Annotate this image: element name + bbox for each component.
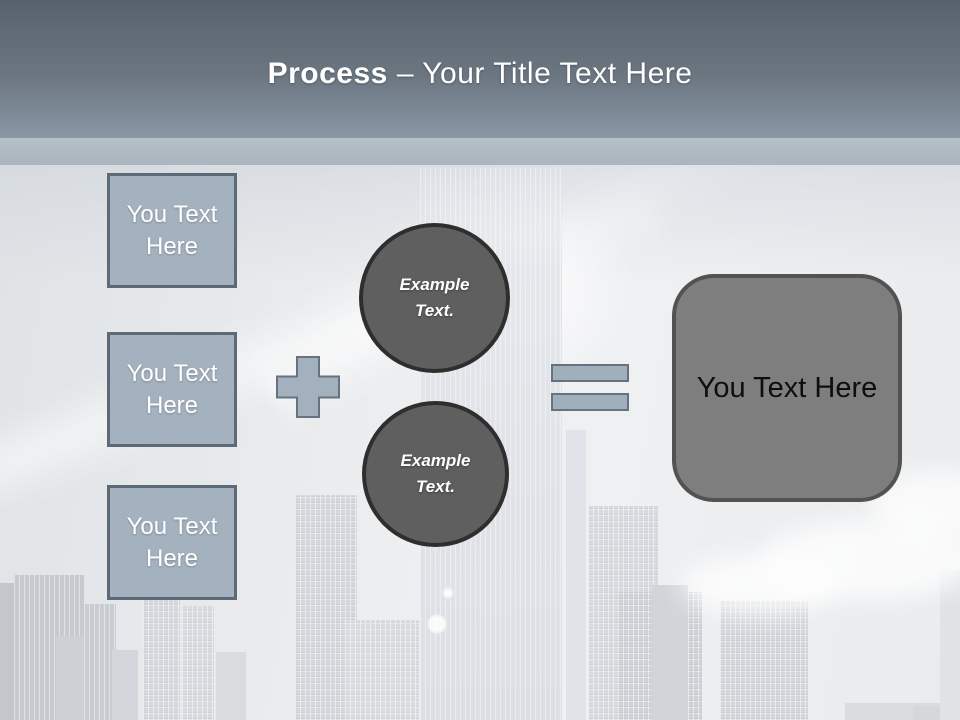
- example-circle-label: Example Text.: [400, 451, 471, 496]
- example-circle-label: Example Text.: [399, 275, 470, 320]
- result-placeholder-label: You Text Here: [696, 371, 878, 404]
- equals-bar-bottom: [551, 393, 629, 411]
- title-keyword: Process: [267, 57, 388, 90]
- text-placeholder-label: You Text Here: [126, 359, 218, 419]
- text-placeholder-label: You Text Here: [126, 512, 218, 572]
- example-circle-2[interactable]: Example Text.: [362, 401, 509, 547]
- slide-title[interactable]: Process– Your Title Text Here: [268, 47, 693, 91]
- slide-header: Process– Your Title Text Here: [0, 0, 960, 138]
- title-subtitle: – Your Title Text Here: [396, 57, 693, 90]
- text-placeholder-box-3[interactable]: You Text Here: [107, 485, 237, 600]
- equals-bar-top: [551, 364, 629, 382]
- example-circle-1[interactable]: Example Text.: [359, 223, 510, 373]
- header-accent-band: [0, 138, 960, 165]
- text-placeholder-box-2[interactable]: You Text Here: [107, 332, 237, 447]
- text-placeholder-label: You Text Here: [126, 200, 218, 260]
- result-placeholder-box[interactable]: You Text Here: [672, 274, 902, 502]
- plus-icon: [276, 356, 340, 418]
- text-placeholder-box-1[interactable]: You Text Here: [107, 173, 237, 288]
